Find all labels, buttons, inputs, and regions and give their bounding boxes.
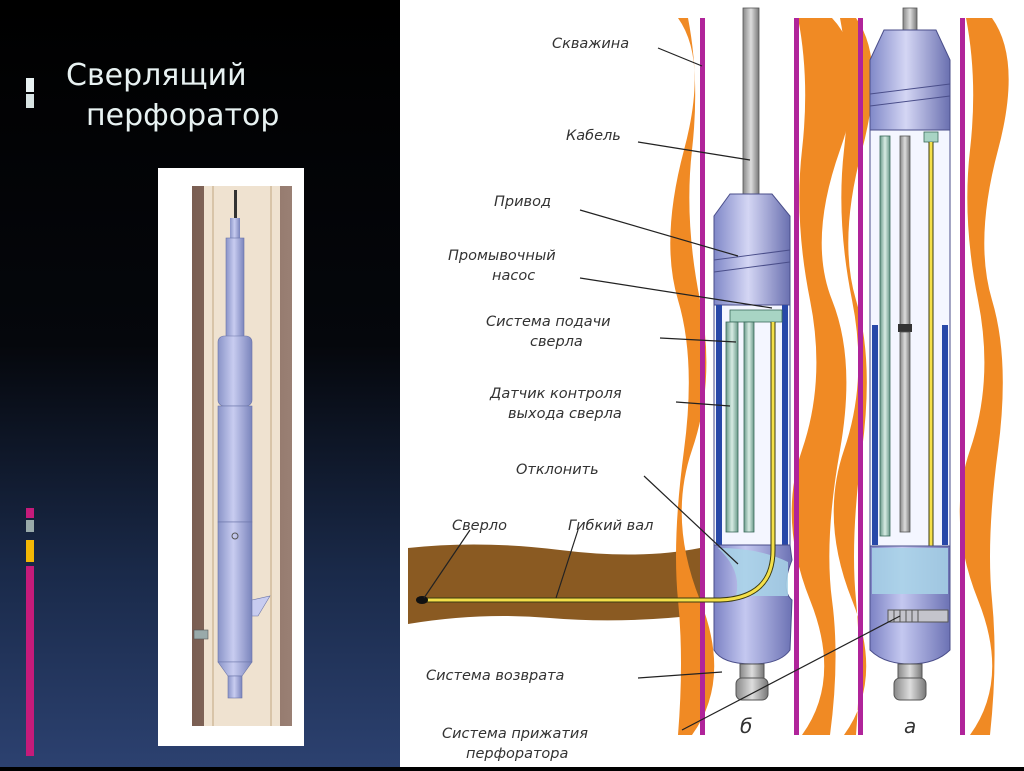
label-cable: Кабель	[566, 128, 621, 144]
label-feed-line2: сверла	[530, 334, 583, 350]
leader-lines	[423, 47, 901, 731]
label-well: Скважина	[552, 36, 629, 52]
well-walls-b	[670, 18, 855, 735]
label-shaft: Гибкий вал	[568, 518, 653, 534]
tool-a	[869, 7, 951, 701]
label-variant-b: б	[740, 714, 752, 738]
label-pump-line2: насос	[492, 268, 535, 284]
decor-bar-top	[26, 78, 34, 92]
diagram-canvas: Скважина Кабель Привод Промывочный насос…	[408, 7, 1009, 762]
slide-title: Сверлящий перфоратор	[66, 56, 279, 136]
decor-bar-yellow	[26, 540, 34, 562]
perforator-illustration	[192, 186, 292, 726]
well-walls-a	[833, 18, 1009, 735]
decor-bar-pink	[26, 508, 34, 518]
label-clamp-line1: Система прижатия	[442, 726, 588, 742]
decor-bar-grey	[26, 520, 34, 532]
label-drill: Сверло	[452, 518, 507, 534]
label-return: Система возврата	[426, 668, 564, 684]
title-line-2: перфоратор	[86, 98, 280, 133]
label-pump-line1: Промывочный	[448, 248, 556, 264]
label-deflect: Отклонить	[516, 462, 599, 478]
label-drive: Привод	[494, 194, 551, 210]
label-clamp-line2: перфоратора	[466, 746, 568, 762]
label-variant-a: а	[904, 714, 916, 738]
rock-tunnel	[408, 544, 700, 624]
label-feed-line1: Система подачи	[486, 314, 611, 330]
label-sensor-line1: Датчик контроля	[489, 386, 622, 402]
tool-b	[416, 7, 793, 701]
perforator-photo	[158, 168, 304, 746]
decor-bar-top-2	[26, 94, 34, 108]
perforator-diagram: Скважина Кабель Привод Промывочный насос…	[400, 0, 1024, 767]
title-line-1: Сверлящий	[66, 58, 247, 93]
decor-bar-magenta	[26, 566, 34, 756]
label-sensor-line2: выхода сверла	[508, 406, 622, 422]
left-panel: Сверлящий перфоратор	[0, 0, 400, 767]
